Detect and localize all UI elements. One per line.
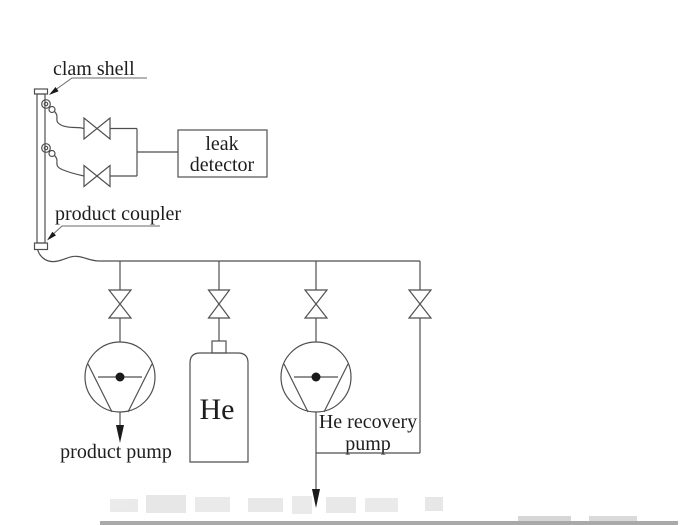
branch-he-cylinder: He — [189, 261, 249, 463]
artifact-smudge — [425, 497, 443, 511]
valve-icon-he-supply — [207, 289, 231, 319]
main-manifold-line — [36, 249, 420, 263]
leak-detector-outline — [177, 129, 268, 178]
leak-detector-piping — [110, 127, 178, 177]
pump-hub-dot — [311, 372, 321, 382]
valve-icon-recovery — [303, 289, 329, 319]
flex-hose-line — [53, 110, 85, 130]
artifact-smudge — [326, 497, 356, 513]
coupler-port-inner — [43, 101, 49, 107]
artifact-smudge — [365, 498, 398, 512]
pump-vane-line — [127, 363, 153, 413]
branch-product-pump: product pump — [60, 261, 172, 463]
pump-icon-product — [84, 341, 156, 413]
leak-detector-label-line1: leak — [205, 133, 238, 155]
branch-he-recovery-pump: He recovery pump — [280, 261, 417, 508]
branch-bypass — [316, 261, 433, 454]
he-recovery-pump-label-line2: pump — [345, 433, 391, 455]
coupler-port-icon — [41, 143, 51, 153]
artifact-dash — [589, 516, 637, 522]
artifact-smudge — [146, 495, 186, 513]
clam-shell-fixture — [33, 88, 56, 251]
cylinder-valve-cap — [211, 340, 227, 354]
artifact-bottom-strip — [100, 521, 678, 525]
coupler-port-icon — [41, 99, 51, 109]
hose-fitting-icon — [48, 149, 56, 158]
product-pump-label: product pump — [60, 441, 172, 463]
valve-icon-bypass — [407, 289, 433, 319]
artifact-smudge — [248, 498, 283, 512]
fixture-bar — [36, 93, 46, 244]
pump-vane-line — [283, 363, 309, 413]
flow-arrow-icon — [116, 425, 124, 443]
artifact-smudge — [110, 499, 138, 512]
pump-vane-line — [323, 363, 349, 413]
fixture-bottom-cap — [33, 242, 49, 251]
cylinder-body — [189, 352, 249, 463]
leak-detector-label-line2: detector — [190, 154, 255, 176]
leak-detector-box: leak detector — [177, 129, 268, 178]
leader-line — [50, 77, 147, 94]
artifact-smudge — [195, 497, 230, 512]
coupler-port-inner — [43, 145, 49, 151]
fixture-top-cap — [33, 88, 49, 95]
he-recovery-pump-label-line1: He recovery — [319, 411, 417, 433]
pump-icon-he-recovery — [280, 341, 352, 413]
clam-shell-label: clam shell — [53, 58, 135, 80]
valve-icon-product — [107, 289, 133, 319]
he-cylinder-icon: He — [189, 340, 249, 463]
leader-line — [48, 225, 160, 239]
leader-arrow-icon — [47, 231, 56, 241]
flow-arrow-icon — [312, 489, 320, 508]
hose-fitting-icon — [48, 105, 56, 114]
artifact-dash — [518, 516, 571, 522]
valve-icon-leak-1 — [83, 116, 111, 141]
he-cylinder-label: He — [200, 393, 235, 426]
leader-arrow-icon — [49, 87, 59, 95]
pump-vane-line — [87, 363, 113, 413]
bottom-edge-artifacts — [100, 495, 678, 525]
artifact-smudge — [292, 496, 312, 514]
pump-hub-dot — [115, 372, 125, 382]
valve-icon-leak-2 — [83, 164, 111, 188]
product-coupler-label: product coupler — [55, 203, 181, 225]
flex-hose-line — [53, 154, 85, 177]
